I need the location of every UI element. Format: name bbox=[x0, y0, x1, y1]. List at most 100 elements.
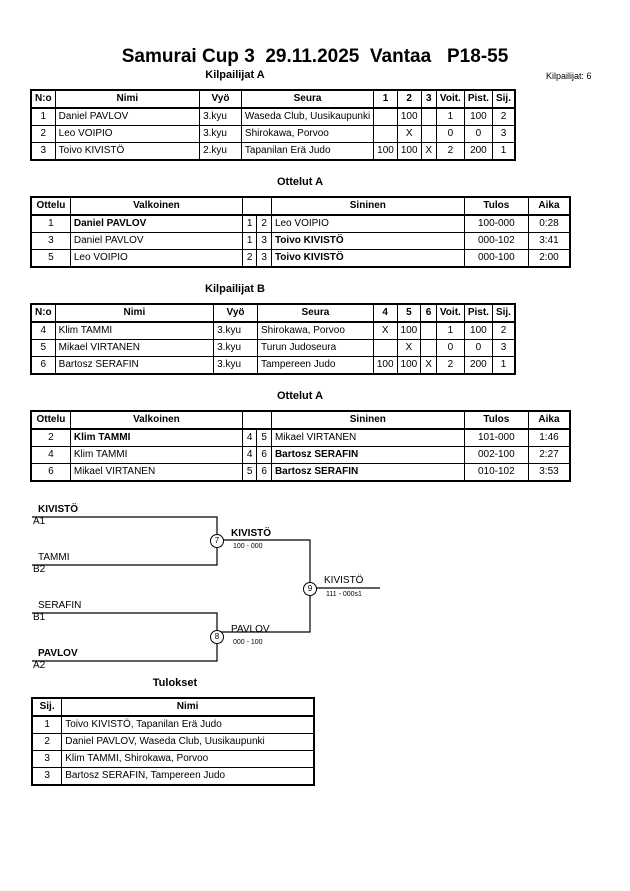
result-row: 3 Bartosz SERAFIN, Tampereen Judo bbox=[31, 767, 315, 786]
cell-belt: 2.kyu bbox=[199, 142, 242, 161]
col-time: Aika bbox=[527, 410, 571, 430]
sf2-top-seed: B1 bbox=[33, 612, 46, 623]
result-name: Daniel PAVLOV, Waseda Club, Uusikaupunki bbox=[61, 733, 315, 751]
page-title: Samurai Cup 3 29.11.2025 Vantaa P18-55 bbox=[121, 46, 509, 67]
matches-a-title: Ottelut A bbox=[276, 176, 324, 188]
col-blue: Sininen bbox=[270, 196, 465, 216]
cell-opp: 100 bbox=[396, 356, 422, 375]
cell-opp: 100 bbox=[396, 142, 422, 161]
cell-white-no: 2 bbox=[241, 249, 258, 268]
group-a-header-row: N:o Nimi Vyö Seura 1 2 3 Voit. Pist. Sij… bbox=[30, 89, 516, 109]
sf2-score: 000 - 100 bbox=[233, 639, 263, 646]
result-rank: 3 bbox=[31, 767, 63, 786]
result-name: Toivo KIVISTÖ, Tapanilan Erä Judo bbox=[61, 715, 315, 734]
cell-match-no: 3 bbox=[30, 232, 71, 250]
cell-blue: Bartosz SERAFIN bbox=[270, 446, 465, 464]
col-wins: Voit. bbox=[435, 89, 465, 109]
col-no: N:o bbox=[30, 89, 56, 109]
sf2-bot-name: PAVLOV bbox=[38, 648, 78, 659]
col-name: Nimi bbox=[54, 303, 215, 323]
cell-result: 000-102 bbox=[463, 232, 529, 250]
col-name: Nimi bbox=[54, 89, 201, 109]
sf1-bot-name: TAMMI bbox=[38, 552, 70, 563]
results-table: Sij. Nimi 1 Toivo KIVISTÖ, Tapanilan Erä… bbox=[31, 697, 315, 786]
cell-time: 3:53 bbox=[527, 463, 571, 482]
col-belt: Vyö bbox=[213, 303, 258, 323]
col-belt: Vyö bbox=[199, 89, 242, 109]
sf2-top-name: SERAFIN bbox=[38, 600, 82, 611]
sf1-winner: KIVISTÖ bbox=[231, 528, 272, 539]
group-b-header-row: N:o Nimi Vyö Seura 4 5 6 Voit. Pist. Sij… bbox=[30, 303, 516, 323]
cell-opp bbox=[373, 125, 398, 143]
sf2-match-number: 8 bbox=[210, 630, 224, 644]
col-wn bbox=[241, 410, 257, 430]
col-result: Tulos bbox=[463, 196, 529, 216]
col-match: Ottelu bbox=[30, 196, 71, 216]
sf2-winner: PAVLOV bbox=[231, 624, 270, 635]
final-winner: KIVISTÖ bbox=[324, 575, 364, 586]
col-wn bbox=[241, 196, 257, 216]
results-header-row: Sij. Nimi bbox=[31, 697, 315, 717]
cell-result: 002-100 bbox=[463, 446, 529, 464]
matches-a-header-row: Ottelu Valkoinen Sininen Tulos Aika bbox=[30, 196, 571, 216]
cell-no: 3 bbox=[30, 142, 56, 161]
results-body: 1 Toivo KIVISTÖ, Tapanilan Erä Judo 2 Da… bbox=[31, 715, 315, 786]
cell-rank: 1 bbox=[491, 142, 516, 161]
competitors-count: Kilpailijat: 6 bbox=[546, 71, 592, 81]
cell-time: 2:27 bbox=[527, 446, 571, 464]
cell-match-no: 4 bbox=[30, 446, 71, 464]
col-opp-1: 1 bbox=[373, 89, 398, 109]
cell-name: Mikael VIRTANEN bbox=[54, 339, 215, 357]
cell-white: Mikael VIRTANEN bbox=[69, 463, 243, 482]
cell-club: Tampereen Judo bbox=[256, 356, 374, 375]
cell-opp: 100 bbox=[372, 356, 398, 375]
cell-white: Daniel PAVLOV bbox=[69, 232, 243, 250]
group-a-table: N:o Nimi Vyö Seura 1 2 3 Voit. Pist. Sij… bbox=[30, 89, 516, 161]
sf1-score: 100 - 000 bbox=[233, 543, 263, 550]
result-rank: 1 bbox=[31, 715, 63, 734]
col-club: Seura bbox=[256, 303, 374, 323]
group-b-title: Kilpailijat B bbox=[205, 283, 265, 295]
cell-points: 200 bbox=[463, 356, 493, 375]
sf1-top-seed: A1 bbox=[33, 516, 46, 527]
col-opp-3: 3 bbox=[420, 89, 437, 109]
col-club: Seura bbox=[240, 89, 375, 109]
sf1-bot-seed: B2 bbox=[33, 564, 46, 575]
col-time: Aika bbox=[527, 196, 571, 216]
sf1-top-name: KIVISTÖ bbox=[38, 504, 79, 515]
cell-time: 3:41 bbox=[527, 232, 571, 250]
col-white: Valkoinen bbox=[69, 196, 243, 216]
cell-no: 5 bbox=[30, 339, 56, 357]
col-rank: Sij. bbox=[31, 697, 63, 717]
cell-name: Leo VOIPIO bbox=[54, 125, 201, 143]
cell-name: Bartosz SERAFIN bbox=[54, 356, 215, 375]
cell-points: 0 bbox=[463, 339, 493, 357]
cell-opp: 100 bbox=[373, 142, 398, 161]
col-points: Pist. bbox=[463, 89, 493, 109]
cell-rank: 3 bbox=[491, 125, 516, 143]
result-rank: 2 bbox=[31, 733, 63, 751]
cell-blue-no: 3 bbox=[256, 232, 272, 250]
group-b-table: N:o Nimi Vyö Seura 4 5 6 Voit. Pist. Sij… bbox=[30, 303, 516, 375]
results-title: Tulokset bbox=[152, 677, 198, 689]
cell-result: 000-100 bbox=[463, 249, 529, 268]
result-name: Klim TAMMI, Shirokawa, Porvoo bbox=[61, 750, 315, 768]
result-row: 2 Daniel PAVLOV, Waseda Club, Uusikaupun… bbox=[31, 733, 315, 751]
cell-club: Shirokawa, Porvoo bbox=[240, 125, 375, 143]
cell-no: 6 bbox=[30, 356, 56, 375]
sf2-bot-seed: A2 bbox=[33, 660, 46, 671]
col-opp-5: 5 bbox=[396, 303, 422, 323]
cell-match-no: 5 bbox=[30, 249, 71, 268]
result-row: 1 Toivo KIVISTÖ, Tapanilan Erä Judo bbox=[31, 715, 315, 734]
